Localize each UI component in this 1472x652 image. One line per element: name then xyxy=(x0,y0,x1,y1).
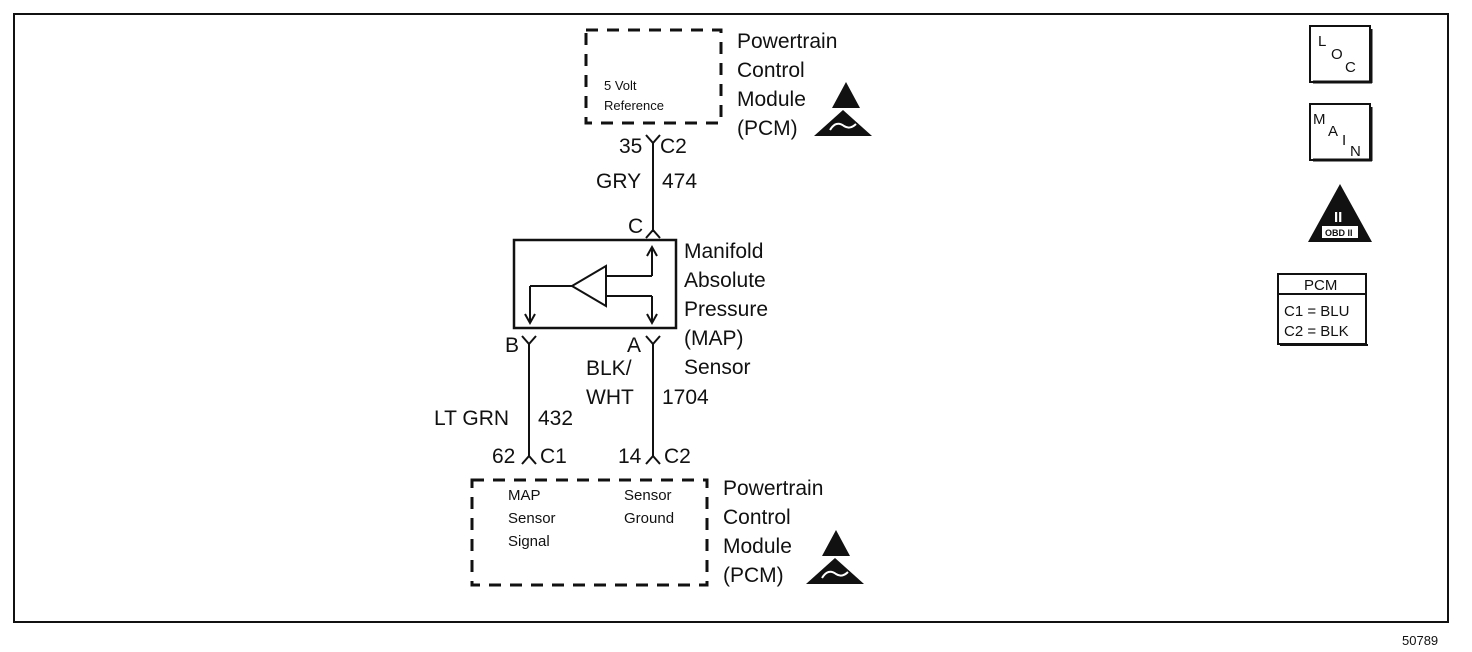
loc-icon-c: C xyxy=(1345,59,1356,76)
wire-a-color-line2: WHT xyxy=(586,386,634,409)
pcm-table-header: PCM xyxy=(1304,277,1337,294)
pcm-bottom-ground-line2: Ground xyxy=(624,510,674,527)
pcm-bottom-conn-a: C2 xyxy=(664,445,691,468)
pcm-bottom-signal-line1: MAP xyxy=(508,487,541,504)
pcm-bottom-name-line3: Module xyxy=(723,535,792,558)
sensor-name-line5: Sensor xyxy=(684,356,751,379)
esd-warning-icon xyxy=(832,82,860,108)
pcm-top-ref-line1: 5 Volt xyxy=(604,78,637,93)
esd-hand-icon xyxy=(814,110,872,136)
pcm-bottom-pin-a: 14 xyxy=(618,445,642,468)
pcm-top-name-line3: Module xyxy=(737,88,806,111)
esd-warning-icon-bottom xyxy=(822,530,850,556)
obd-ii-icon: II OBD II xyxy=(1308,184,1372,242)
wire-a-color-line1: BLK/ xyxy=(586,357,632,380)
sensor-name-line2: Absolute xyxy=(684,269,766,292)
sensor-terminal-b: B xyxy=(505,334,519,357)
pcm-table-row-2: C2 = BLK xyxy=(1284,323,1349,340)
main-icon: M A I N xyxy=(1309,103,1373,162)
wire-top-color: GRY xyxy=(596,170,641,193)
sensor-terminal-c: C xyxy=(628,215,643,238)
connector-top-symbol xyxy=(645,134,661,145)
pcm-bottom-name-line4: (PCM) xyxy=(723,564,784,587)
sensor-name-line4: (MAP) xyxy=(684,327,744,350)
connector-c-symbol xyxy=(645,228,661,239)
pcm-bottom-signal-line2: Sensor xyxy=(508,510,556,527)
pcm-bottom-pin-b: 62 xyxy=(492,445,515,468)
connector-b-symbol xyxy=(521,335,537,346)
figure-number: 50789 xyxy=(1402,633,1438,648)
loc-icon-o: O xyxy=(1331,46,1343,63)
wire-top-circuit: 474 xyxy=(662,170,697,193)
connector-a-symbol xyxy=(645,335,661,346)
pcm-bottom-conn-b: C1 xyxy=(540,445,567,468)
pcm-bottom-ground-line1: Sensor xyxy=(624,487,672,504)
sensor-name-line1: Manifold xyxy=(684,240,763,263)
pcm-top-name-line4: (PCM) xyxy=(737,117,798,140)
pcm-top-name-line2: Control xyxy=(737,59,805,82)
esd-hand-icon-bottom xyxy=(806,558,864,584)
pcm-bottom-name-line1: Powertrain xyxy=(723,477,823,500)
wire-a-circuit: 1704 xyxy=(662,386,709,409)
pcm-top-connector: C2 xyxy=(660,135,687,158)
pcm-table-row-1: C1 = BLU xyxy=(1284,303,1349,320)
main-icon-m: M xyxy=(1313,111,1326,128)
pcm-bottom-name-line2: Control xyxy=(723,506,791,529)
pcm-top-ref-line2: Reference xyxy=(604,98,664,113)
map-sensor-internal xyxy=(524,244,658,326)
pcm-top-name-line1: Powertrain xyxy=(737,30,837,53)
obd-icon-label: OBD II xyxy=(1325,228,1353,238)
diagram-frame xyxy=(13,13,1449,623)
connector-c1-symbol xyxy=(521,454,537,465)
wire-b-color: LT GRN xyxy=(434,407,509,430)
main-icon-i: I xyxy=(1342,132,1346,149)
pcm-top-pin: 35 xyxy=(619,135,642,158)
pcm-connector-table: PCM C1 = BLU C2 = BLK xyxy=(1277,273,1368,346)
sensor-name-line3: Pressure xyxy=(684,298,768,321)
wire-b-circuit: 432 xyxy=(538,407,573,430)
main-icon-n: N xyxy=(1350,143,1361,160)
sensor-terminal-a: A xyxy=(627,334,641,357)
loc-icon-l: L xyxy=(1318,33,1326,50)
pcm-top-dashed-box xyxy=(584,28,723,125)
connector-c2-symbol xyxy=(645,454,661,465)
map-sensor-box xyxy=(512,238,678,330)
loc-icon: L O C xyxy=(1309,25,1373,84)
main-icon-a: A xyxy=(1328,123,1338,140)
pcm-bottom-signal-line3: Signal xyxy=(508,533,550,550)
obd-icon-roman: II xyxy=(1334,209,1342,226)
